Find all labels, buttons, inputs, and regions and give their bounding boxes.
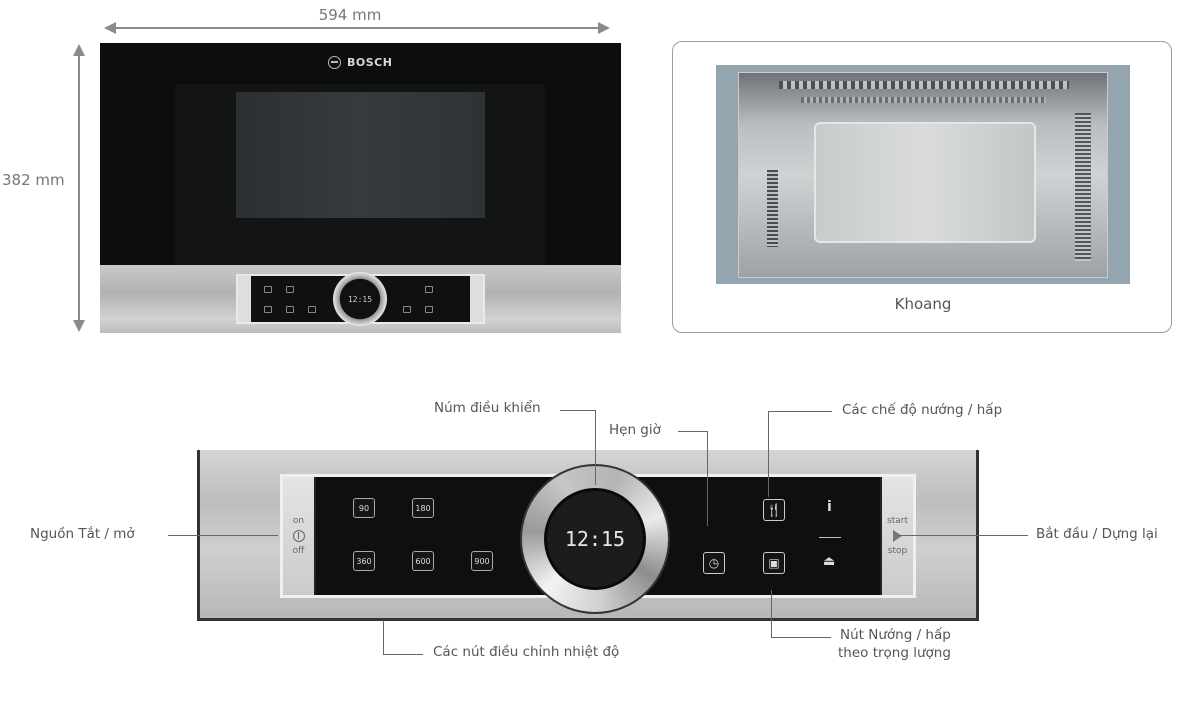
mini-control-panel: 12:15 <box>236 272 485 326</box>
temp-button-600: 600 <box>412 551 434 571</box>
cavity-card: Khoang <box>672 41 1172 333</box>
callout-line-weight-h <box>771 637 831 638</box>
temp-button-360: 360 <box>353 551 375 571</box>
control-panel-closeup: on off 90 180 360 600 900 12:15 ◷ 🍴 ▣ i … <box>197 450 979 621</box>
steel-strip: 12:15 <box>100 265 621 333</box>
cavity-interior <box>738 72 1108 278</box>
callout-line-temp-h <box>383 654 423 655</box>
callout-timer: Hẹn giờ <box>609 422 661 438</box>
stop-label: stop <box>887 546 908 556</box>
control-knob: 12:15 <box>520 464 670 614</box>
brand-name: BOSCH <box>347 56 393 69</box>
callout-modes: Các chế độ nướng / hấp <box>842 402 1003 418</box>
temp-button-90: 90 <box>353 498 375 518</box>
top-grill <box>801 97 1046 103</box>
control-panel-glass: on off 90 180 360 600 900 12:15 ◷ 🍴 ▣ i … <box>280 464 916 614</box>
info-icon: i <box>827 499 832 515</box>
cavity-caption: Khoang <box>894 295 952 313</box>
cavity-image <box>716 65 1130 284</box>
arrow-left-icon <box>104 22 116 34</box>
callout-line-weight-v <box>771 590 772 637</box>
power-button: on off <box>283 477 316 595</box>
start-stop-button: start stop <box>880 477 913 595</box>
callout-start-stop: Bắt đầu / Dựng lại <box>1036 526 1158 542</box>
eject-icon: ⏏ <box>823 554 836 569</box>
mini-weight-icon <box>425 306 433 313</box>
start-label: start <box>887 516 908 526</box>
power-off-label: off <box>292 546 305 556</box>
back-wall <box>814 122 1036 243</box>
mini-power-strip <box>238 276 251 322</box>
timer-icon: ◷ <box>703 552 725 574</box>
left-vent <box>767 170 778 247</box>
temp-button-900: 900 <box>471 551 493 571</box>
callout-line-timer-v <box>707 431 708 526</box>
width-dimension-line <box>110 27 604 29</box>
height-dimension-line <box>78 50 80 326</box>
right-vent <box>1075 113 1091 261</box>
callout-weight-line1: Nút Nướng / hấp <box>840 627 951 643</box>
width-label: 594 mm <box>318 6 382 24</box>
play-icon <box>893 530 902 542</box>
callout-line-start <box>898 535 1028 536</box>
knob-display: 12:15 <box>544 488 646 590</box>
mini-temp-button <box>264 286 272 293</box>
callout-line-timer-h <box>678 431 708 432</box>
mini-knob: 12:15 <box>333 272 387 326</box>
microwave-front-image: BOSCH 12:15 <box>100 43 621 333</box>
callout-line-temp-v <box>383 620 384 655</box>
power-icon <box>292 530 305 542</box>
arrow-up-icon <box>73 44 85 56</box>
callout-line-power <box>168 535 278 536</box>
arrow-down-icon <box>73 320 85 332</box>
callout-line-knob-v <box>595 410 596 485</box>
weight-icon: ▣ <box>763 552 785 574</box>
mini-timer-icon <box>403 306 411 313</box>
callout-power: Nguồn Tắt / mở <box>30 526 135 542</box>
top-vent <box>779 81 1069 89</box>
brand-logo: BOSCH <box>328 56 392 69</box>
mini-start-strip <box>470 276 483 322</box>
callout-knob: Núm điều khiển <box>434 400 541 416</box>
power-on-label: on <box>292 516 305 526</box>
arrow-right-icon <box>598 22 610 34</box>
mini-temp-button <box>286 306 294 313</box>
callout-temperature: Các nút điều chỉnh nhiệt độ <box>433 644 620 660</box>
mini-cutlery-icon <box>425 286 433 293</box>
door-window <box>236 92 485 218</box>
cutlery-icon: 🍴 <box>763 499 785 521</box>
callout-line-modes-h <box>768 411 832 412</box>
bosch-logo-icon <box>328 56 341 69</box>
callout-weight-line2: theo trọng lượng <box>838 645 951 661</box>
callout-line-modes-v <box>768 411 769 497</box>
mini-temp-button <box>286 286 294 293</box>
temp-button-180: 180 <box>412 498 434 518</box>
divider <box>819 537 841 538</box>
mini-temp-button <box>264 306 272 313</box>
mini-temp-button <box>308 306 316 313</box>
callout-line-knob-h <box>560 410 596 411</box>
height-label: 382 mm <box>2 171 65 189</box>
